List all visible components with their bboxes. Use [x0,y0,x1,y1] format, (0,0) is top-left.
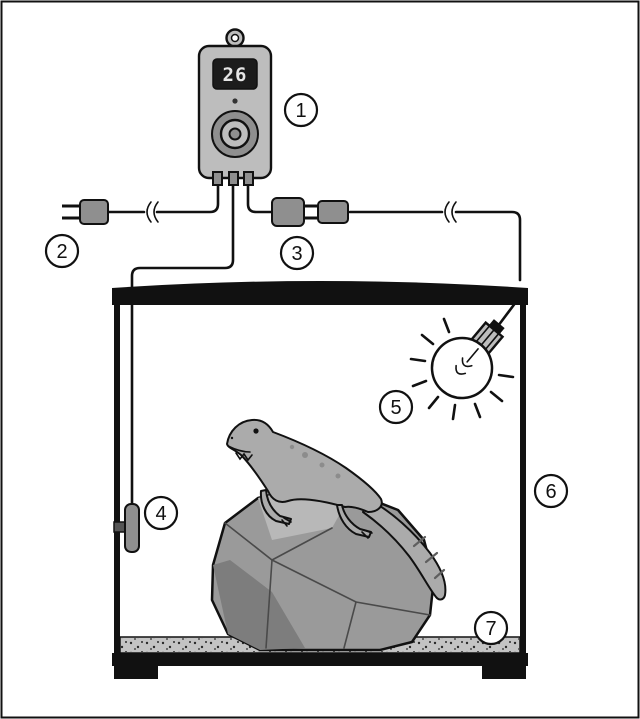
lamp-hanging-wire [496,300,518,328]
cables [106,181,522,506]
plug-body [317,200,349,224]
lizard-blotch [335,473,341,479]
lizard-front-toes [281,517,292,527]
cable-port [228,171,239,186]
callout-3: 3 [279,235,315,271]
light-ray [409,357,427,363]
basking-rock [210,486,436,652]
light-ray [411,379,428,388]
callout-5: 5 [378,389,414,425]
cable-break-mark [146,201,152,223]
status-led [232,98,238,104]
callout-number: 7 [485,618,496,640]
hanger-hole [230,33,240,43]
terrarium-bottom-frame [112,653,528,666]
callout-number: 1 [295,100,306,122]
callout-circle [279,235,315,271]
light-ray [473,402,482,419]
rock-shadow-facet [213,560,305,650]
terrarium-right-wall [520,305,526,653]
light-ray [427,395,440,410]
lizard-rear-leg [336,504,372,538]
power-plug [62,199,109,225]
output-cable [246,181,274,214]
callout-circle [473,610,509,646]
callout-number: 2 [56,241,67,263]
callout-number: 5 [390,397,401,419]
lizard-eye [253,428,259,434]
rock-crack [265,559,273,649]
plug-body [79,199,109,225]
light-ray [451,403,457,421]
terrarium-foot [482,666,526,679]
terrarium-foot [114,666,158,679]
lizard-body-outline [226,418,383,513]
terrarium-enclosure [112,281,528,679]
callout-circle [143,495,179,531]
sensor-body [124,503,140,553]
lizard-beard-spikes [235,452,253,462]
bearded-dragon [226,418,447,601]
callout-circle [283,92,319,128]
light-ray [420,333,435,346]
temperature-display-value: 26 [223,64,248,86]
rock-crack [343,601,357,649]
dial-center [228,127,242,141]
callout-circle [378,389,414,425]
light-ray [497,373,515,379]
callout-number: 6 [545,481,556,503]
lizard-mouth [227,445,251,453]
bulb-screw-threads [475,325,500,350]
callout-number: 4 [155,503,166,525]
light-rays [409,317,515,421]
lizard-blotch [289,444,295,450]
lizard-blotch [302,452,308,458]
cable-port [243,171,254,186]
lizard-nostril [230,436,234,440]
sensor-cable [130,181,235,506]
callout-1: 1 [283,92,319,128]
cable-break-mark [451,201,457,223]
callout-circle [44,233,80,269]
thermostat-controller: 26 [197,28,273,186]
lamp-bulb [430,319,505,400]
callout-circle [533,473,569,509]
terrarium-top-frame [112,281,528,305]
bulb-glass [430,336,494,400]
temperature-display [212,58,258,90]
plug-and-socket-connection [271,197,349,227]
terrarium-left-wall [114,305,120,653]
bulb-base-cap [488,319,505,335]
power-cable-segment [155,181,220,214]
lizard-blotch [319,462,325,468]
callouts: 1 2 3 4 5 6 7 [44,92,569,646]
heat-lamp [409,317,515,421]
lizard-rear-toes [361,529,373,539]
callout-2: 2 [44,233,80,269]
lamp-cable-segment [454,210,522,282]
callout-6: 6 [533,473,569,509]
bulb-filament [455,348,479,375]
light-ray [442,317,451,334]
cable-break-mark [444,201,450,223]
callout-number: 3 [291,243,302,265]
cable-break-mark [153,201,159,223]
callout-7: 7 [473,610,509,646]
temperature-sensor-probe [113,503,140,553]
lizard-tail-stripes [412,535,446,580]
cable-port [212,171,223,186]
callout-4: 4 [143,495,179,531]
socket-body [271,197,305,227]
light-ray [489,390,504,403]
